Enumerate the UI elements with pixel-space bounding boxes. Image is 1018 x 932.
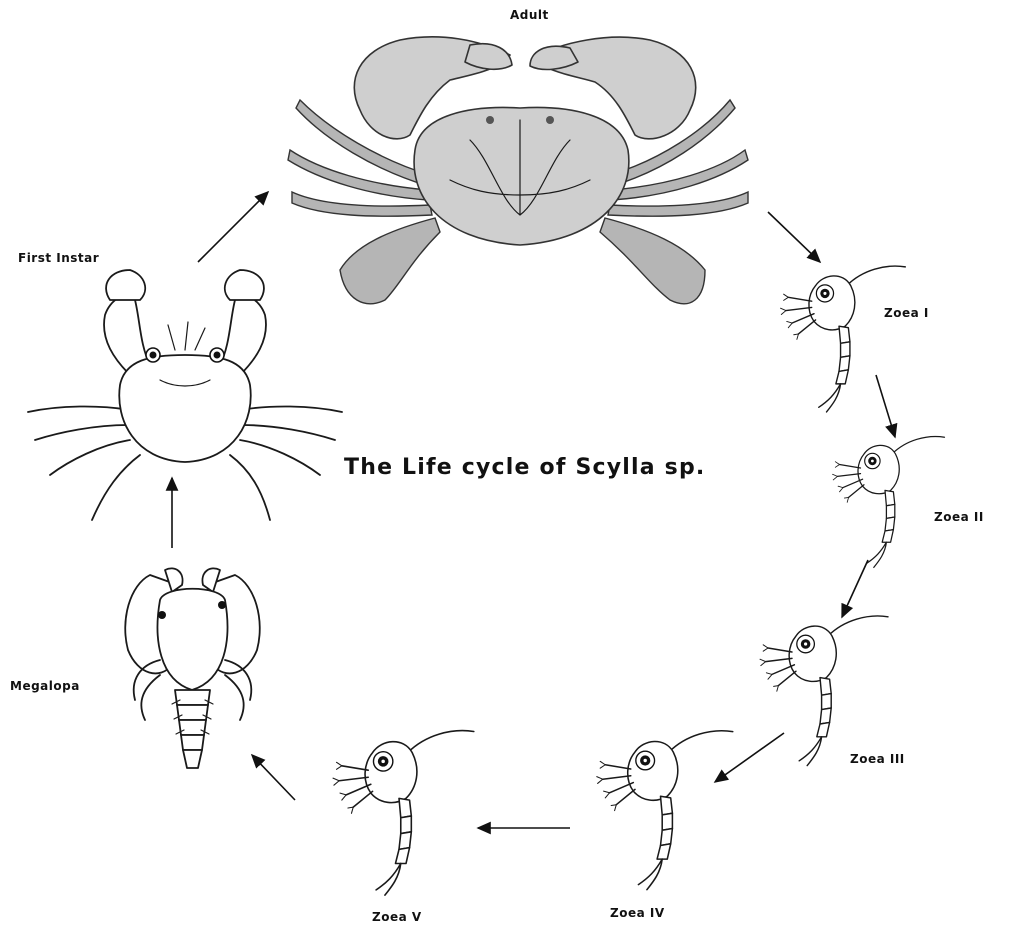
label-adult: Adult: [510, 8, 549, 22]
label-zoea-2: Zoea II: [934, 510, 984, 524]
zoea-3-illustration: [760, 616, 888, 766]
megalopa-illustration: [125, 568, 260, 768]
zoea-2-illustration: [833, 437, 945, 568]
zoea-1-illustration: [781, 266, 906, 412]
label-zoea-1: Zoea I: [884, 306, 929, 320]
arrow-zoea2-to-zoea3: [842, 560, 868, 617]
label-zoea-3: Zoea III: [850, 752, 905, 766]
zoea-5-illustration: [333, 731, 474, 896]
first-instar-illustration: [28, 270, 342, 520]
label-megalopa: Megalopa: [10, 679, 80, 693]
label-first-instar: First Instar: [18, 251, 99, 265]
adult-crab-illustration: [288, 37, 748, 304]
zoea-4-illustration: [597, 731, 733, 890]
arrow-zoea1-to-zoea2: [876, 375, 895, 437]
label-zoea-4: Zoea IV: [610, 906, 665, 920]
diagram-title: The Life cycle of Scylla sp.: [344, 455, 705, 480]
arrow-zoea5-to-megalopa: [252, 755, 295, 800]
arrow-adult-to-zoea1: [768, 212, 820, 262]
arrow-first-instar-to-adult: [198, 192, 268, 262]
label-zoea-5: Zoea V: [372, 910, 422, 924]
arrow-zoea3-to-zoea4: [715, 733, 784, 782]
